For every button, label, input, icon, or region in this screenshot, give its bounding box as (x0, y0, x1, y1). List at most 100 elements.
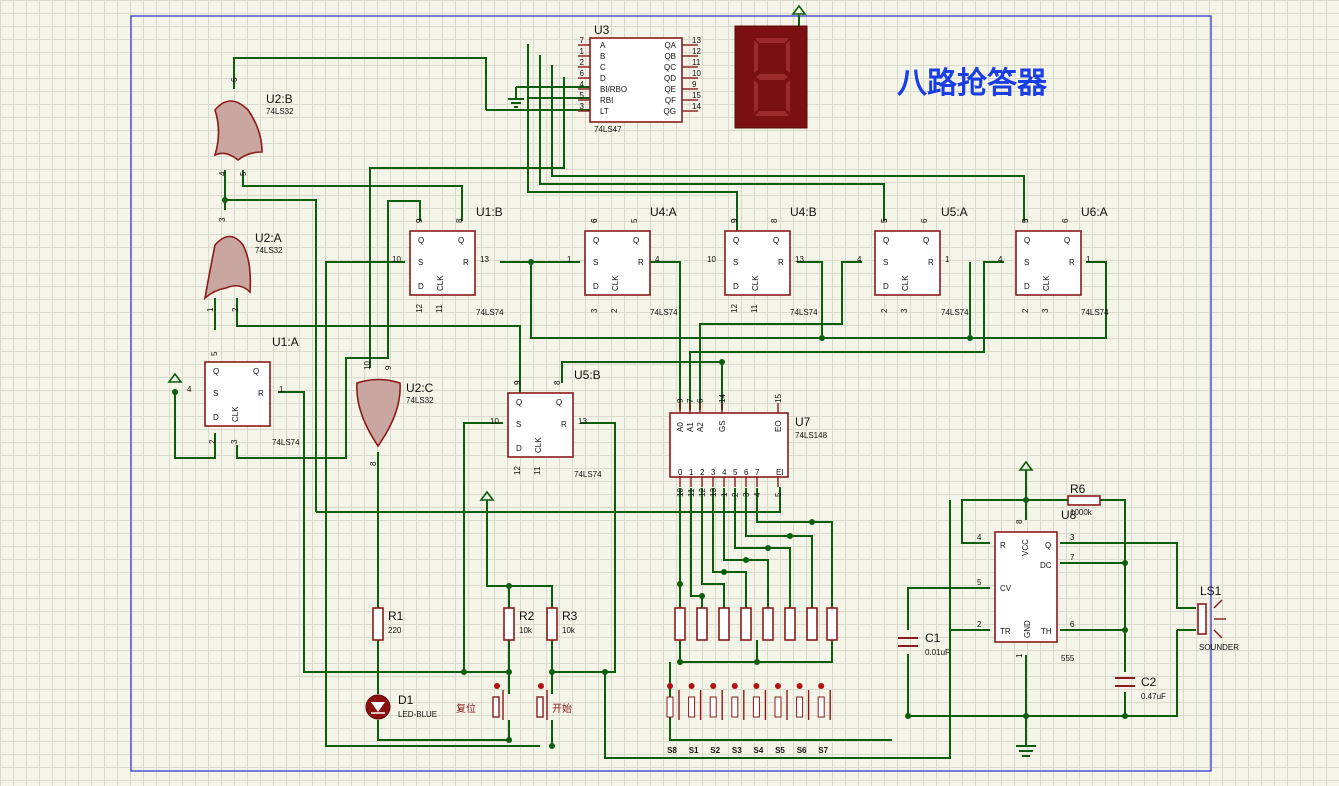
button-reset-label: 复位 (456, 702, 476, 715)
u8-label-dc: DC (1040, 561, 1052, 570)
switch-s7[interactable] (817, 683, 831, 720)
resistor-r3[interactable]: R3 10k (546, 607, 578, 641)
u4a-label-r: R (638, 258, 644, 267)
u3-pin-label: QF (665, 96, 676, 105)
led-d1[interactable]: D1 LED-BLUE (365, 693, 437, 720)
u3-pin-label: LT (600, 107, 609, 116)
flipflop-u1b[interactable]: U1:B 74LS74 (409, 205, 504, 317)
svg-text:LS1: LS1 (1200, 584, 1222, 598)
switch-s5[interactable] (774, 683, 788, 720)
u1a-pin-number: 1 (279, 385, 284, 394)
u4b-pin-number: 13 (795, 255, 804, 264)
timer-u8[interactable]: U8 555 (994, 508, 1077, 663)
or-gate-u2c[interactable]: U2:C 74LS32 (356, 378, 434, 448)
u4a-pin-number: 2 (610, 308, 619, 313)
resistor-r1[interactable]: R1 220 (372, 607, 404, 641)
flipflop-u4b[interactable]: U4:B 74LS74 (724, 205, 818, 317)
switch-s6[interactable] (796, 683, 810, 720)
u8-label-tr: TR (1000, 627, 1011, 636)
u7-pin-label: 0 (678, 468, 683, 477)
u7-pin-number: 13 (709, 488, 718, 497)
u3-pin-label: QG (664, 107, 676, 116)
u5b-label-q: Q (516, 398, 522, 407)
switch-label-s2: S2 (710, 746, 720, 755)
button-reset[interactable]: 复位 (456, 683, 504, 720)
svg-text:R1: R1 (388, 609, 404, 623)
u8-label-vcc: VCC (1021, 539, 1030, 556)
u4a-label-d: D (593, 282, 599, 291)
svg-text:U4:A: U4:A (650, 205, 677, 219)
switch-s2[interactable] (709, 683, 723, 720)
svg-text:74LS74: 74LS74 (650, 308, 678, 317)
u5b-pin-number: 10 (490, 417, 499, 426)
capacitor-c2[interactable]: C2 0.47uF (1115, 675, 1166, 701)
u6a-label-clk: CLK (1042, 275, 1051, 291)
switch-label-s3: S3 (732, 746, 742, 755)
u3-pin-label: BI/RBO (600, 85, 627, 94)
switch-body (666, 696, 674, 718)
svg-text:10k: 10k (519, 626, 533, 635)
u1a-pin-number: 2 (208, 439, 217, 444)
u8-pin-number: 4 (977, 533, 982, 542)
flipflop-u6a[interactable]: U6:A 74LS74 (1015, 205, 1109, 317)
switch-knob (688, 683, 695, 689)
flipflop-u5a[interactable]: U5:A 74LS74 (874, 205, 969, 317)
u2c-pin-number: 9 (384, 365, 393, 370)
resistor-r2[interactable]: R2 10k (503, 607, 535, 641)
svg-text:R6: R6 (1070, 482, 1086, 496)
switch-s3[interactable] (731, 683, 745, 720)
svg-text:74LS74: 74LS74 (272, 438, 300, 447)
u3-pin-number: 13 (692, 36, 701, 45)
u2a-pin-number: 2 (231, 307, 240, 312)
u5a-label-s: S (883, 258, 888, 267)
switch-knob (796, 683, 803, 689)
or-gate-u2a[interactable]: U2:A 74LS32 (203, 231, 283, 301)
button-start[interactable]: 开始 (536, 683, 572, 720)
switch-label-s1: S1 (689, 746, 699, 755)
u5a-label-r: R (928, 258, 934, 267)
generated-layer: 7A1B2C6D4BI/RBO5RBI3LTQA13QB12QC11QD10QE… (187, 36, 1091, 755)
encoder-u7[interactable]: U7 74LS148 (669, 412, 828, 478)
decoder-u3[interactable]: U3 74LS47 (589, 23, 683, 134)
u6a-pin-number: 6 (1061, 218, 1070, 223)
svg-text:U2:C: U2:C (406, 381, 434, 395)
u4b-label-r: R (778, 258, 784, 267)
u7-pin-number: 1 (720, 492, 729, 497)
or-gate-u2b[interactable]: U2:B 74LS32 (213, 92, 294, 162)
wire-network (174, 15, 1196, 759)
capacitor-c1[interactable]: C1 0.01uF (898, 631, 950, 657)
svg-text:74LS74: 74LS74 (574, 470, 602, 479)
u7-pin-number: 15 (774, 394, 783, 403)
u8-label-r: R (1000, 541, 1006, 550)
u3-pin-number: 5 (580, 91, 585, 100)
svg-text:C2: C2 (1141, 675, 1157, 689)
switch-s8[interactable] (666, 683, 680, 720)
u6a-label-s: S (1024, 258, 1029, 267)
svg-text:R2: R2 (519, 609, 535, 623)
svg-text:U2:A: U2:A (255, 231, 282, 245)
flipflop-u4a[interactable]: U4:A 74LS74 (584, 205, 678, 317)
u5b-label-d: D (516, 444, 522, 453)
u4b-pin-number: 10 (707, 255, 716, 264)
flipflop-u1a[interactable]: U1:A 74LS74 (204, 335, 300, 447)
switch-s1[interactable] (688, 683, 702, 720)
flipflop-u5b[interactable]: U5:B 74LS74 (507, 368, 602, 479)
resistor-r6[interactable]: R6 1000k (1067, 482, 1101, 517)
u3-pin-label: QC (664, 63, 676, 72)
switch-body (817, 696, 825, 718)
switch-body (731, 696, 739, 718)
u8-pin-number: 1 (1015, 653, 1024, 658)
u7-pin-label: 3 (711, 468, 716, 477)
switch-body (688, 696, 696, 718)
svg-text:74LS32: 74LS32 (255, 246, 283, 255)
switch-s4[interactable] (752, 683, 767, 720)
speaker-ls1[interactable]: LS1 SOUNDER (1197, 584, 1239, 652)
ground-symbol-555 (1016, 745, 1036, 757)
u3-pin-number: 1 (580, 47, 585, 56)
u4b-pin-number: 9 (730, 218, 739, 223)
u4a-label-s: S (593, 258, 598, 267)
u3-pin-label: RBI (600, 96, 613, 105)
u8-pin-number: 8 (1015, 519, 1024, 524)
u5a-label-clk: CLK (901, 275, 910, 291)
u4b-label-qn: Q (773, 236, 779, 245)
